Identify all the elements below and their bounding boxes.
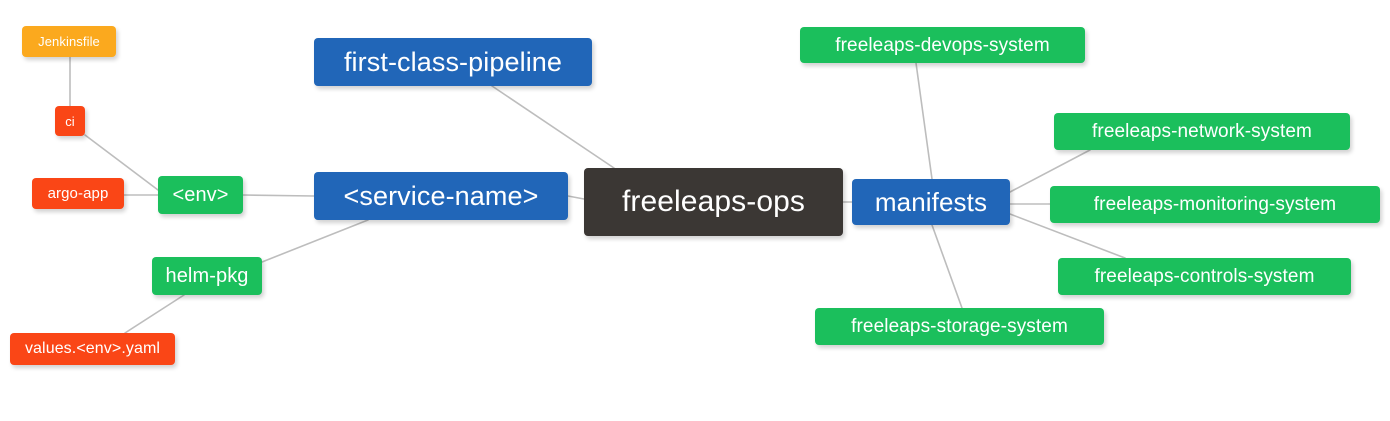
mindmap-node-label: freeleaps-controls-system [1094,266,1315,287]
mindmap-edge [931,224,963,309]
mindmap-node-label: manifests [874,187,988,217]
mindmap-node-label: helm-pkg [165,265,249,287]
mindmap-node-controls-system[interactable]: freeleaps-controls-system [1058,258,1351,295]
mindmap-node-env[interactable]: <env> [158,176,243,214]
mindmap-node-label: first-class-pipeline [343,46,563,77]
mindmap-node-label: freeleaps-ops [621,185,806,218]
mindmap-node-label: values.<env>.yaml [24,340,161,357]
mindmap-node-helm-pkg[interactable]: helm-pkg [152,257,262,295]
mindmap-node-monitoring-system[interactable]: freeleaps-monitoring-system [1050,186,1380,223]
mindmap-node-devops-system[interactable]: freeleaps-devops-system [800,27,1085,63]
mindmap-edge [567,195,585,200]
mindmap-node-network-system[interactable]: freeleaps-network-system [1054,113,1350,150]
mindmap-edge [261,219,369,263]
mindmap-node-freeleaps-ops[interactable]: freeleaps-ops [584,168,843,236]
mindmap-node-label: freeleaps-devops-system [835,34,1050,56]
mindmap-node-label: ci [65,113,75,129]
mindmap-node-first-class-pipeline[interactable]: first-class-pipeline [314,38,592,86]
mindmap-node-label: freeleaps-network-system [1092,121,1312,142]
mindmap-edge [915,62,933,180]
mindmap-node-label: <env> [172,184,229,206]
mindmap-edge [242,194,315,197]
mindmap-node-storage-system[interactable]: freeleaps-storage-system [815,308,1104,345]
mindmap-node-ci[interactable]: ci [55,106,85,136]
mindmap-node-service-name[interactable]: <service-name> [314,172,568,220]
mindmap-edge [124,294,185,334]
mindmap-node-label: argo-app [47,185,109,202]
mindmap-node-label: freeleaps-monitoring-system [1093,194,1337,215]
mindmap-node-values-env-yaml[interactable]: values.<env>.yaml [10,333,175,365]
mindmap-node-argo-app[interactable]: argo-app [32,178,124,209]
mindmap-node-label: <service-name> [343,180,539,211]
mindmap-node-manifests[interactable]: manifests [852,179,1010,225]
mindmap-node-jenkinsfile[interactable]: Jenkinsfile [22,26,116,57]
mindmap-edge [491,85,615,169]
mindmap-node-label: freeleaps-storage-system [851,316,1068,337]
mindmap-node-label: Jenkinsfile [38,34,100,49]
